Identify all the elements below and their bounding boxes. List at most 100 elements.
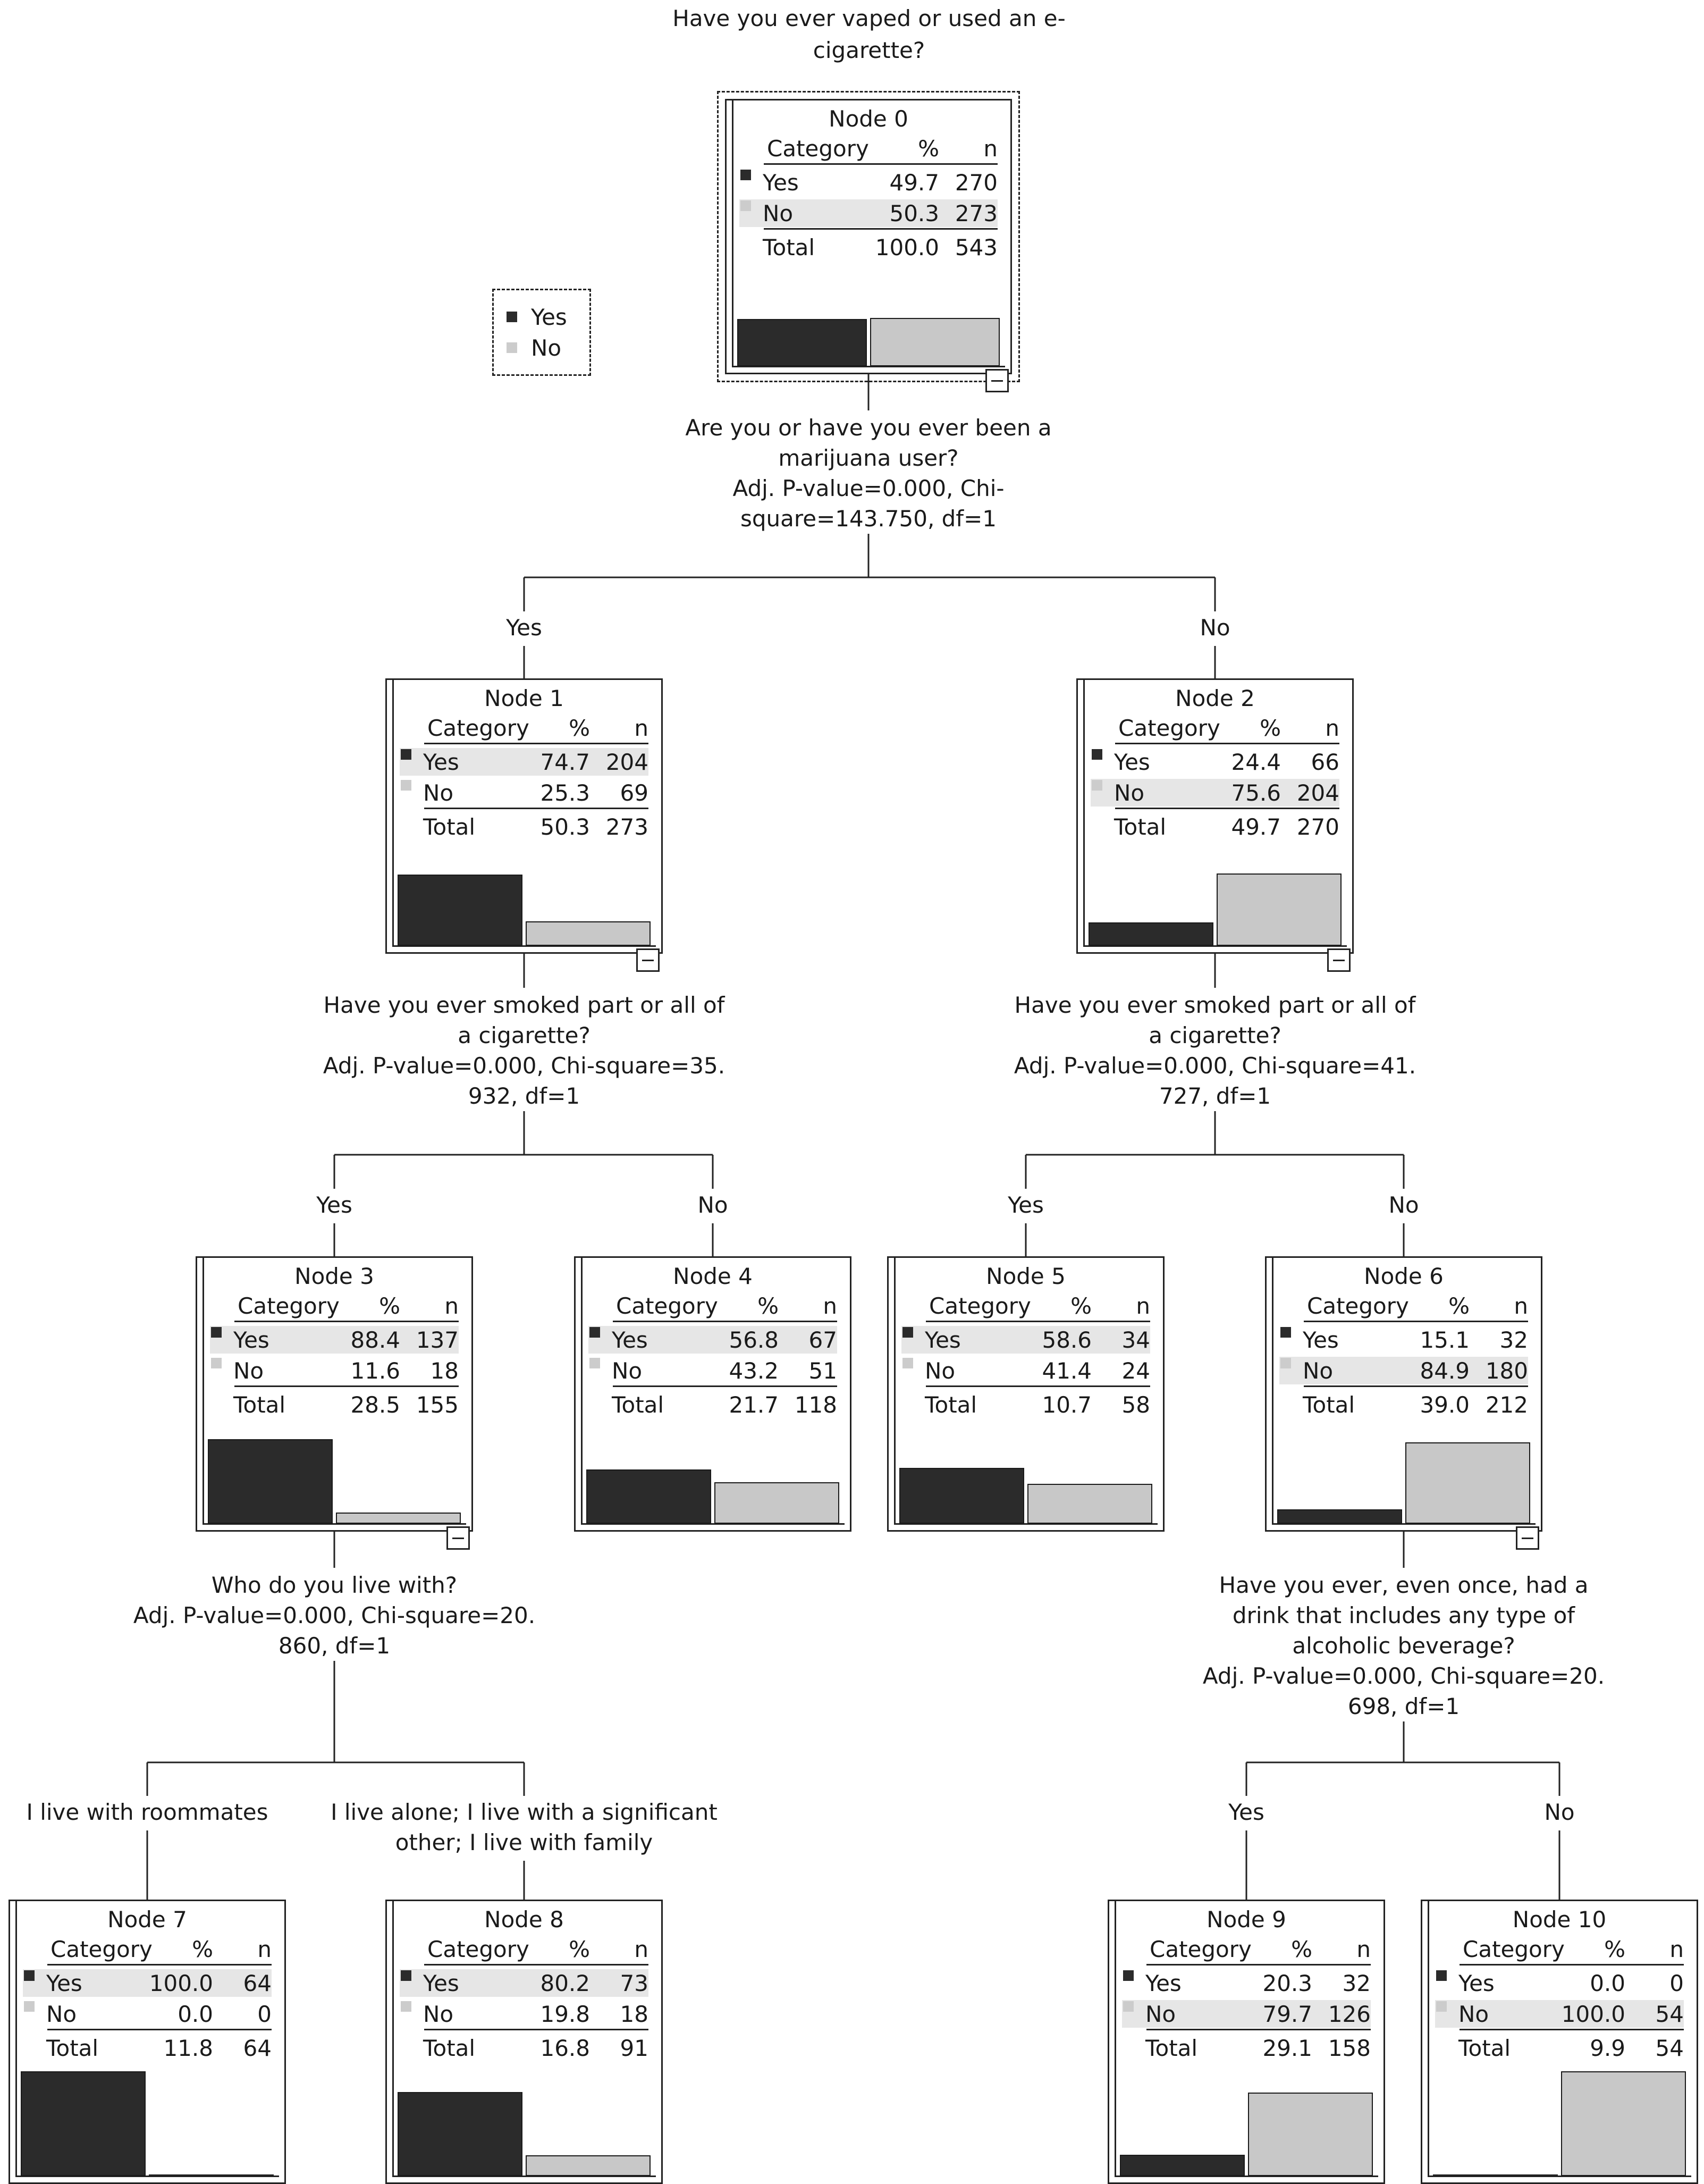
row-total-percent: 11.8	[163, 2035, 213, 2061]
row-yes-category: Yes	[1458, 1970, 1495, 1996]
table-header-percent: %	[379, 1293, 400, 1319]
bar-yes	[737, 319, 867, 366]
collapse-toggle-node-2[interactable]	[1327, 948, 1351, 972]
row-total-category: Total	[1145, 2035, 1198, 2061]
row-total-count: 273	[605, 814, 648, 840]
row-yes-swatch	[1092, 749, 1102, 760]
header-rule	[764, 163, 998, 165]
total-rule	[424, 2029, 648, 2030]
row-no-swatch	[1092, 780, 1102, 791]
row-no-swatch	[401, 780, 411, 791]
row-yes-count: 270	[955, 170, 998, 196]
table-header: Category%n	[1122, 1935, 1371, 1963]
row-no-category: No	[233, 1358, 264, 1384]
row-yes-percent: 56.8	[729, 1327, 779, 1353]
bar-yes	[398, 2092, 522, 2176]
bar-yes	[1277, 1509, 1402, 1524]
row-no-count: 273	[955, 200, 998, 226]
row-total-category: Total	[925, 1392, 977, 1418]
row-yes-swatch	[740, 170, 751, 180]
collapse-toggle-node-1[interactable]	[636, 948, 660, 972]
bar-no	[1217, 873, 1342, 946]
row-no-count: 54	[1655, 2001, 1684, 2027]
table-header-count: n	[634, 1936, 648, 1962]
table-header: Category%n	[739, 135, 998, 162]
node-title: Node 0	[829, 106, 908, 132]
row-total-category: Total	[1303, 1392, 1355, 1418]
split-node-2-line-1: Have you ever smoked part or all of	[1014, 992, 1416, 1018]
node-title: Node 5	[986, 1263, 1066, 1289]
split-node-3-line-2: Adj. P-value=0.000, Chi-square=20.	[133, 1602, 536, 1628]
split-node-0-line-2: marijuana user?	[778, 445, 959, 471]
edge-label-node-1-line-1: Yes	[506, 615, 542, 641]
row-yes-category: Yes	[423, 1970, 459, 1996]
bar-no	[1027, 1484, 1152, 1524]
row-no-count: 18	[430, 1358, 459, 1384]
split-node-3-line-3: 860, df=1	[278, 1633, 391, 1659]
row-yes-count: 204	[605, 749, 648, 775]
collapse-toggle-node-3[interactable]	[446, 1526, 470, 1550]
row-yes-count: 67	[808, 1327, 837, 1353]
bar-yes	[1120, 2155, 1245, 2176]
root-question-line-1: Have you ever vaped or used an e-	[672, 5, 1066, 31]
row-yes-count: 66	[1311, 749, 1339, 775]
split-node-1-line-1: Have you ever smoked part or all of	[323, 992, 725, 1018]
row-yes-percent: 74.7	[540, 749, 590, 775]
row-yes-percent: 24.4	[1231, 749, 1281, 775]
row-yes-category: Yes	[46, 1970, 82, 1996]
row-no-swatch	[1280, 1358, 1291, 1368]
row-total-percent: 9.9	[1590, 2035, 1625, 2061]
row-no-category: No	[423, 2001, 454, 2027]
row-no-count: 180	[1485, 1358, 1528, 1384]
row-yes-swatch	[902, 1327, 913, 1338]
table-header: Category%n	[1091, 714, 1339, 742]
row-total-count: 64	[243, 2035, 272, 2061]
row-total-category: Total	[612, 1392, 664, 1418]
split-node-0-line-4: square=143.750, df=1	[740, 506, 997, 532]
root-question-line-2: cigarette?	[813, 37, 925, 63]
row-total-percent: 10.7	[1042, 1392, 1092, 1418]
node-title: Node 6	[1364, 1263, 1444, 1289]
collapse-toggle-node-6[interactable]	[1516, 1526, 1539, 1550]
row-total-count: 91	[620, 2035, 648, 2061]
table-header: Category%n	[901, 1292, 1150, 1320]
header-rule	[47, 1964, 272, 1965]
row-yes-count: 137	[416, 1327, 459, 1353]
row-yes-count: 34	[1121, 1327, 1150, 1353]
row-yes-category: Yes	[925, 1327, 961, 1353]
bar-no	[1561, 2071, 1686, 2176]
row-yes-count: 0	[1669, 1970, 1684, 1996]
row-yes-percent: 20.3	[1262, 1970, 1312, 1996]
header-rule	[1460, 1964, 1684, 1965]
row-no-count: 0	[257, 2001, 272, 2027]
row-no-swatch	[740, 200, 751, 211]
legend-no-label: No	[531, 335, 562, 361]
bar-no	[1405, 1442, 1530, 1524]
row-total-category: Total	[46, 2035, 99, 2061]
collapse-toggle-node-0[interactable]	[985, 369, 1009, 392]
row-total-count: 118	[794, 1392, 837, 1418]
row-total-percent: 39.0	[1420, 1392, 1470, 1418]
row-no-category: No	[925, 1358, 956, 1384]
row-no-percent: 19.8	[540, 2001, 590, 2027]
bar-no	[336, 1513, 461, 1524]
node-title: Node 7	[107, 1906, 187, 1933]
